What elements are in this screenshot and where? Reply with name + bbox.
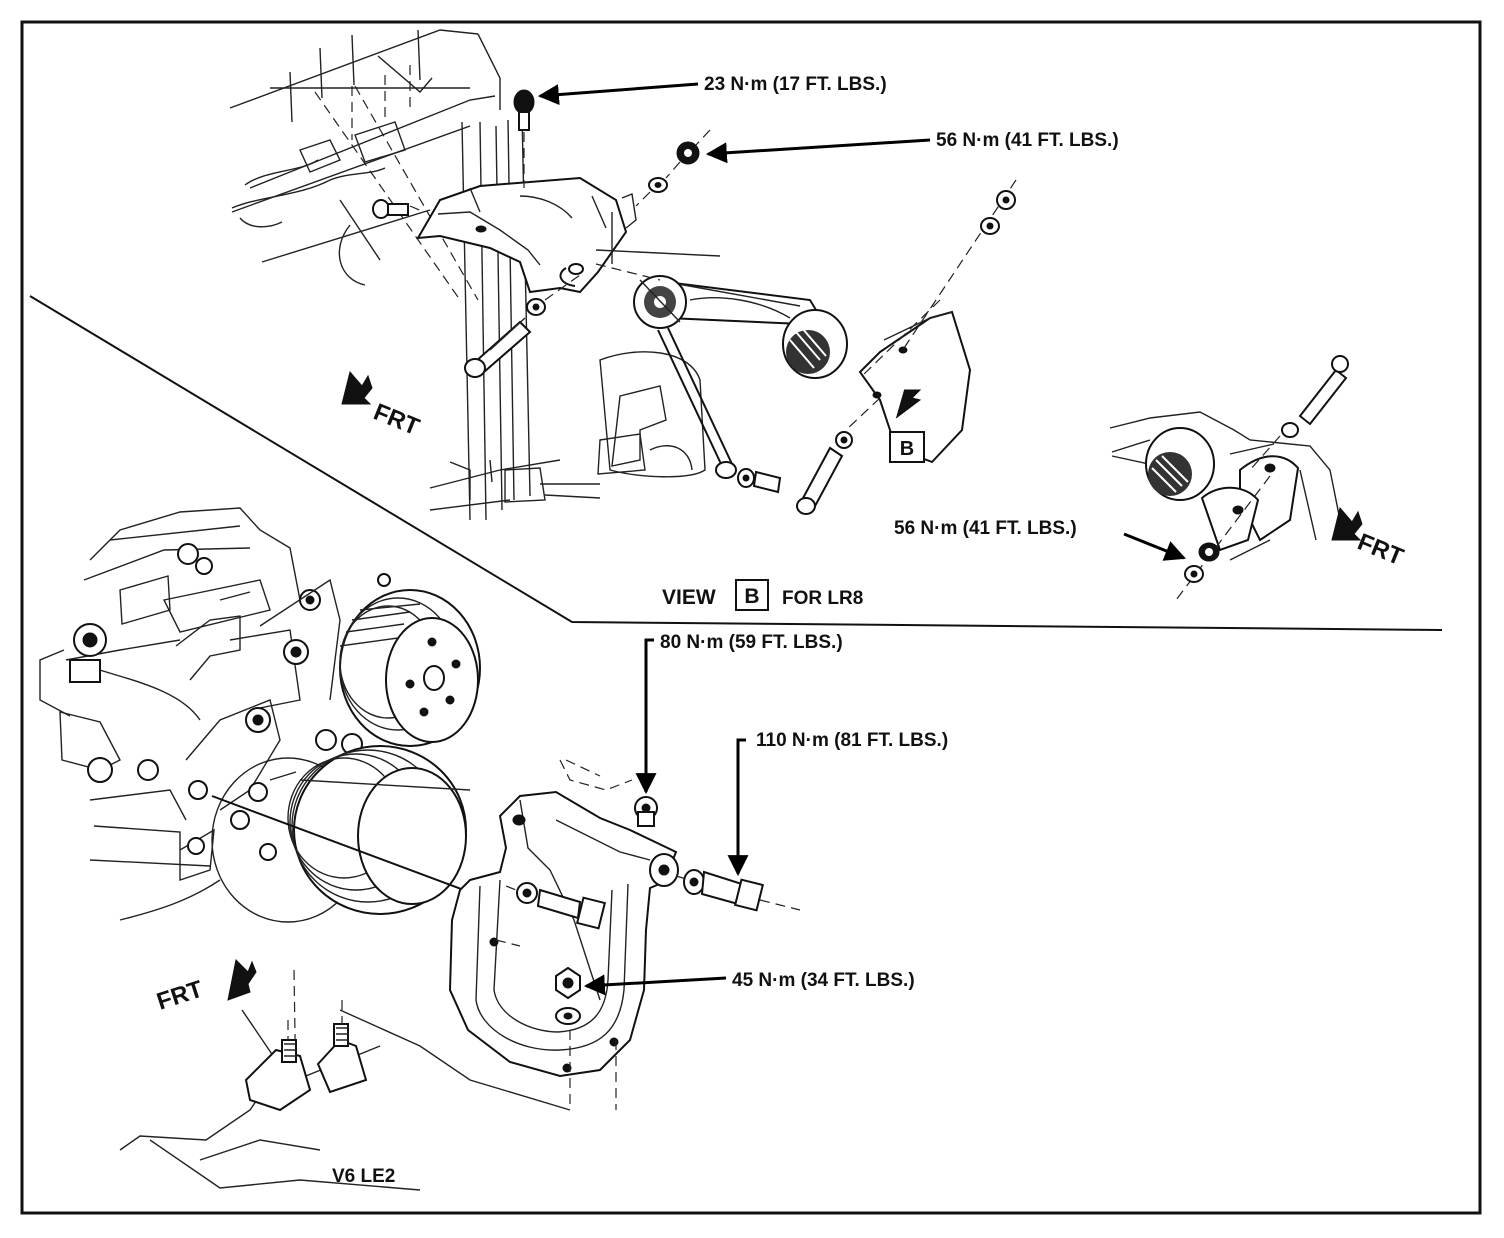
lower-110nm-bolt [675, 869, 801, 912]
label-torque-110: 110 N·m (81 FT. LBS.) [756, 730, 948, 751]
leader-45nm [583, 974, 727, 996]
view-b-inset [1109, 355, 1349, 601]
label-torque-56-view: 56 N·m (41 FT. LBS.) [894, 518, 1077, 539]
upper-56nm-nut-stack [635, 129, 711, 207]
label-torque-80: 80 N·m (59 FT. LBS.) [660, 632, 843, 653]
label-torque-56-top: 56 N·m (41 FT. LBS.) [936, 130, 1119, 151]
frt-label-top: FRT [370, 399, 424, 442]
callout-b-text: B [900, 438, 914, 460]
callout-b-box: B [889, 431, 925, 463]
lower-45nm-nut [555, 966, 581, 1025]
label-engine: V6 LE2 [332, 1166, 395, 1187]
frt-arrow-top: FRT [341, 370, 424, 442]
leader-110nm [727, 738, 749, 877]
frt-arrow-view: FRT [1331, 506, 1408, 572]
leader-56nm-view [1123, 532, 1186, 561]
upper-mount-bracket [416, 176, 637, 294]
leader-56nm-top [705, 138, 931, 164]
view-word: VIEW [662, 586, 716, 609]
view-b-caption: VIEW B FOR LR8 [662, 579, 863, 611]
frt-label-bottom: FRT [154, 976, 207, 1016]
upper-strut-rod [595, 249, 848, 494]
frt-arrow-bottom: FRT [154, 958, 257, 1016]
label-torque-45: 45 N·m (34 FT. LBS.) [732, 970, 915, 991]
view-letter: B [744, 585, 759, 608]
upper-right-bracket [796, 179, 1017, 515]
section-divider [29, 295, 1443, 631]
lower-engine [39, 507, 391, 921]
upper-pulley [339, 589, 481, 747]
upper-long-bolt [464, 274, 581, 378]
upper-23nm-bolt [513, 89, 535, 188]
lower-mid-bolt [505, 882, 607, 930]
upper-transmission [597, 351, 706, 478]
upper-side-bolt [372, 199, 425, 219]
leader-80nm [635, 638, 657, 795]
lower-engine-mount [119, 969, 571, 1191]
lower-mount-bracket [448, 759, 679, 1110]
label-torque-23: 23 N·m (17 FT. LBS.) [704, 74, 887, 95]
frt-label-view: FRT [1354, 529, 1408, 572]
leader-23nm [537, 82, 699, 106]
lower-pulley [211, 745, 481, 923]
lower-80nm-bolt [634, 796, 658, 827]
view-suffix: FOR LR8 [782, 588, 863, 609]
diagram-frame [20, 20, 1482, 1215]
